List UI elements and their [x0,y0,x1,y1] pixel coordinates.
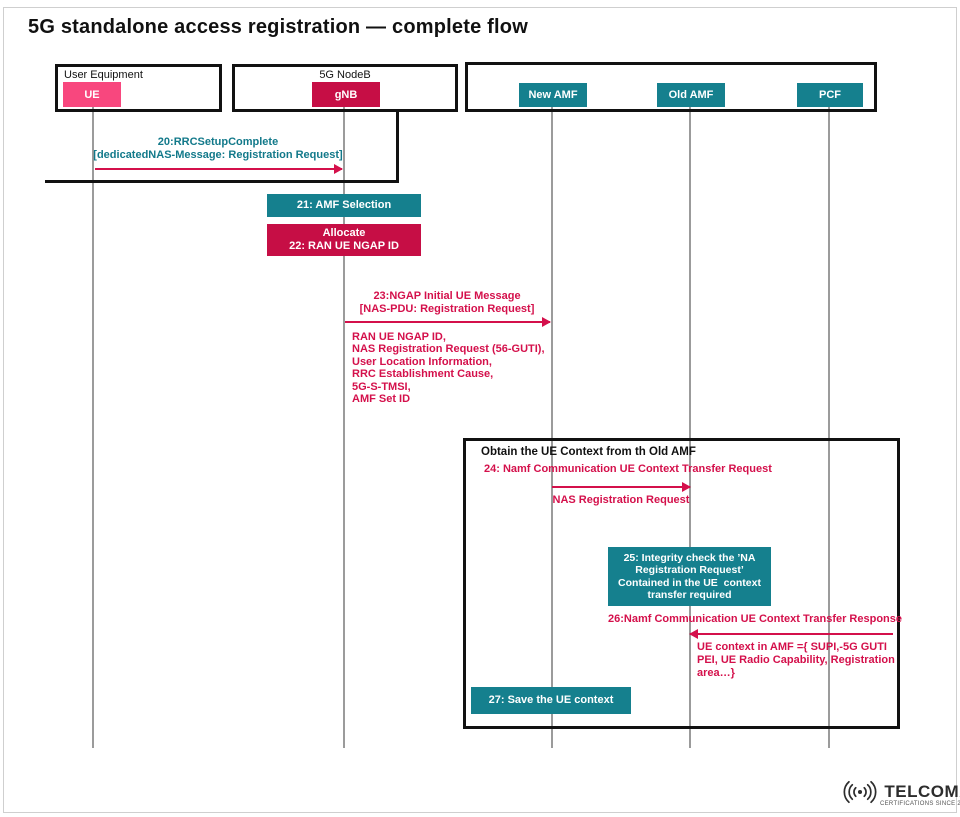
page-title: 5G standalone access registration — comp… [28,16,528,38]
lifeline-old-amf [689,106,691,748]
message-26-arrow [689,629,893,639]
actor-old-amf: Old AMF [657,83,725,107]
message-23-label: 23:NGAP Initial UE Message [NAS-PDU: Reg… [359,290,535,315]
activity-21-amf-selection: 21: AMF Selection [267,194,421,217]
actor-ue: UE [63,82,121,107]
lifeline-gnb [343,106,345,748]
message-23-arrow [345,317,551,327]
step-frame-horizontal-line [45,180,399,183]
message-20-label: 20:RRCSetupComplete [dedicatedNAS-Messag… [93,136,343,161]
telcoma-logo: TELCOMA CERTIFICATIONS SINCE 2009 [843,779,960,810]
actor-group-label: 5G NodeB [319,69,371,81]
lifeline-pcf [828,106,830,748]
message-23-details: RAN UE NGAP ID, NAS Registration Request… [352,331,545,406]
logo-name: TELCOMA [884,781,960,801]
actor-pcf: PCF [797,83,863,107]
logo-tagline: CERTIFICATIONS SINCE 2009 [880,800,960,807]
step-frame-vertical-line [396,112,399,183]
message-26-label: 26:Namf Communication UE Context Transfe… [608,613,903,625]
fragment-obtain-ue-context [463,438,900,729]
lifeline-new-amf [551,106,553,748]
message-24-sub-label: NAS Registration Request [552,494,690,506]
message-26-sub-label: UE context in AMF ={ SUPI,-5G GUTI PEI, … [697,641,895,679]
message-20-arrow [95,164,343,174]
page-border [3,7,957,813]
message-24-label: 24: Namf Communication UE Context Transf… [484,463,772,475]
activity-25-integrity-check: 25: Integrity check the ’NA Registration… [608,547,771,606]
actor-group-5g-nodeb: 5G NodeB gNB [232,64,458,112]
actor-group-label: User Equipment [64,69,143,81]
actor-group-user-equipment: User Equipment UE [55,64,222,112]
actor-new-amf: New AMF [519,83,587,107]
lifeline-ue [92,106,94,748]
actor-group-core-network: New AMF Old AMF PCF [465,62,877,112]
activity-27-save-ue-context: 27: Save the UE context [471,687,631,714]
actor-gnb: gNB [312,82,380,107]
message-24-arrow [552,482,691,492]
radio-waves-icon [843,779,877,810]
activity-22-allocate-ngap-id: Allocate 22: RAN UE NGAP ID [267,224,421,256]
fragment-title: Obtain the UE Context from th Old AMF [481,446,696,458]
